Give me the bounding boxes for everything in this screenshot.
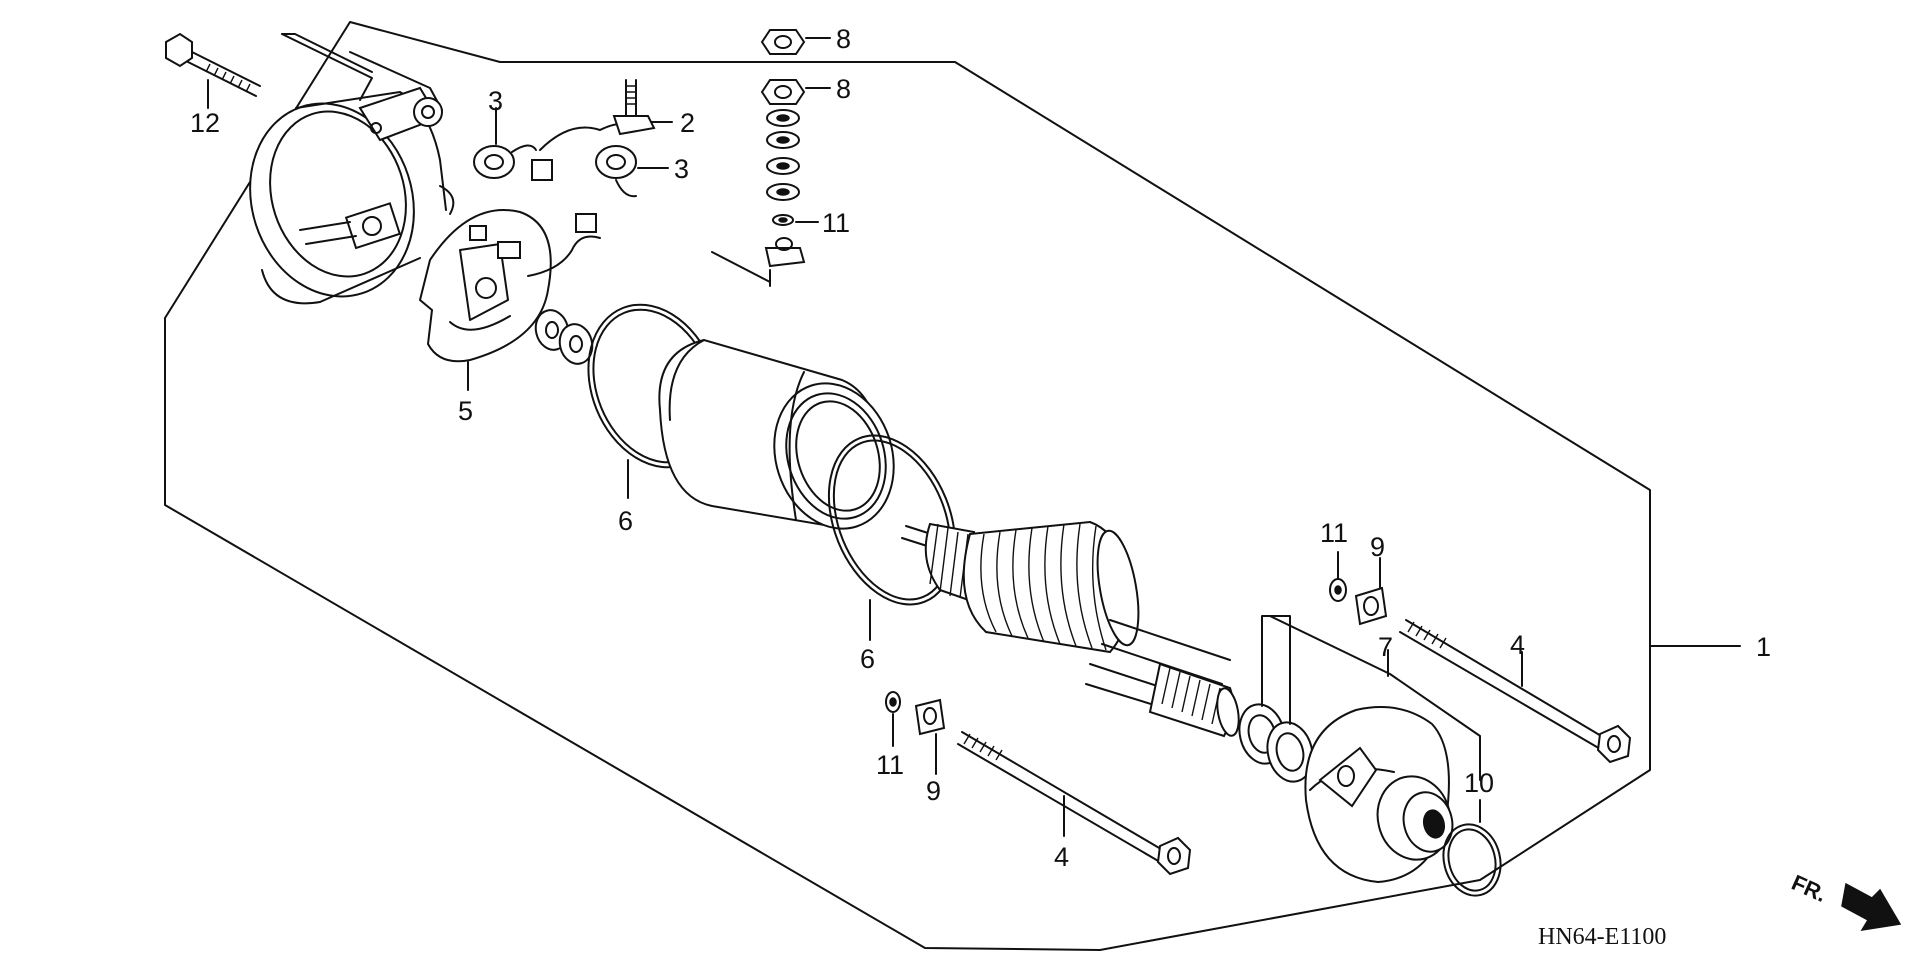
through-bolt-icon [1399,619,1632,764]
callout-9b: 9 [1370,532,1385,562]
callout-2: 2 [680,108,695,138]
washer-icon [1238,703,1314,783]
callout-8a: 8 [836,24,851,54]
callout-1: 1 [1756,632,1771,662]
terminal-bolt-icon [612,79,656,136]
callout-4b: 4 [1510,630,1525,660]
stack-bracket [711,251,771,283]
insulator-icon [1354,586,1388,626]
washer-icon [534,309,594,365]
callout-9a: 9 [926,776,941,806]
bolt-icon [165,32,261,97]
rear-cover-icon [249,86,455,305]
arrow-icon [1841,882,1902,931]
callout-6b: 6 [860,644,875,674]
brush-spring-icon [473,144,637,198]
callout-6a: 6 [618,506,633,536]
bracket-washers [1261,615,1291,725]
callout-5: 5 [458,396,473,426]
o-ring-icon [827,434,957,606]
bracket-rear-cover [281,33,373,101]
assembly-boundary [164,21,1651,951]
nut-icon [760,29,806,105]
callout-7: 7 [1378,632,1393,662]
bracket-front [1269,615,1481,781]
callout-3b: 3 [674,154,689,184]
callout-11a: 11 [822,208,850,238]
callout-4a: 4 [1054,842,1069,872]
armature-icon [901,520,1240,738]
callout-11c: 11 [1320,518,1348,548]
callout-11b: 11 [876,750,904,780]
washer-icon [885,691,901,713]
bracket-rear-cover-2 [281,33,373,73]
front-cover-icon [1304,706,1454,884]
callout-12: 12 [190,108,220,138]
yoke-icon [658,338,895,530]
callout-10: 10 [1464,768,1494,798]
front-direction-label: FR. [1788,870,1831,907]
callout-8b: 8 [836,74,851,104]
insulator-icon [914,698,946,736]
through-bolt-icon [957,731,1192,876]
diagram-code: HN64-E1100 [1538,924,1666,950]
o-ring-icon [1442,823,1502,897]
washer-icon [764,109,806,268]
washer-icon [1329,578,1347,602]
callout-3a: 3 [488,86,503,116]
